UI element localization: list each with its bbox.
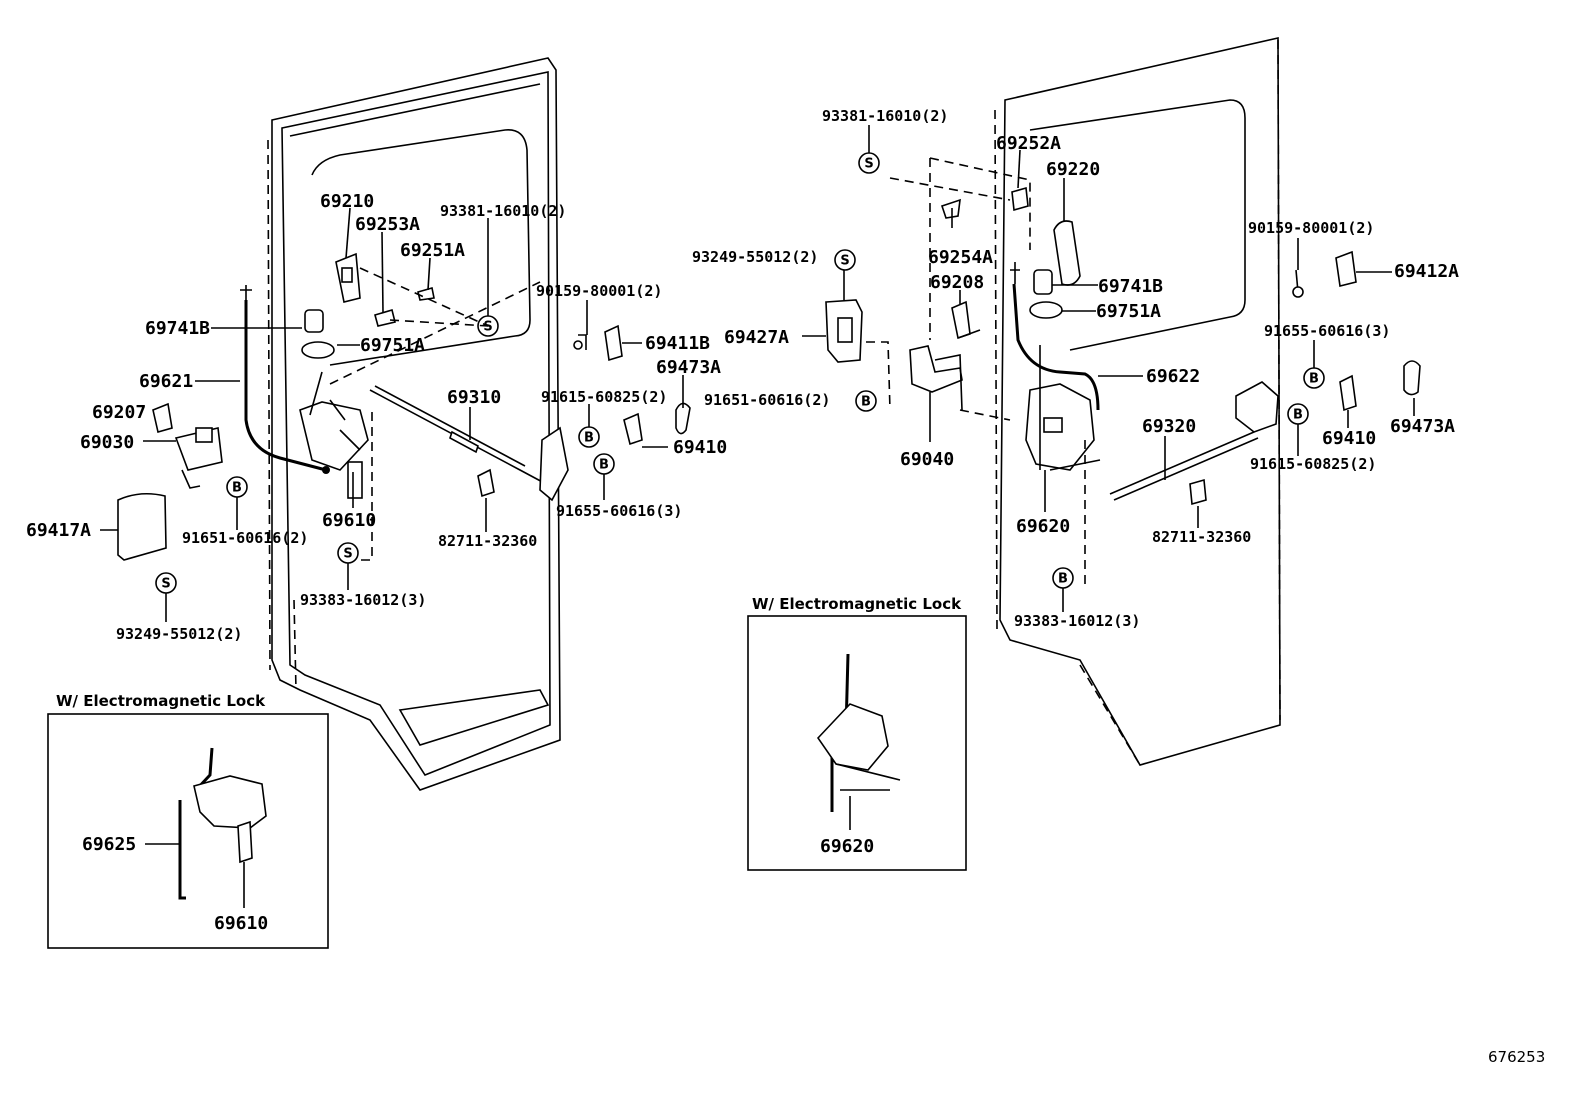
- right-leaders: [868, 125, 1415, 612]
- right-door-panel: [994, 36, 1281, 766]
- svg-text:B: B: [1058, 572, 1068, 587]
- label-69741B-left: 69741B: [145, 318, 210, 339]
- label-69253A: 69253A: [355, 214, 420, 235]
- label-69741B-right: 69741B: [1098, 276, 1163, 297]
- label-69410-right: 69410: [1322, 428, 1376, 449]
- label-69625: 69625: [82, 834, 136, 855]
- label-69030: 69030: [80, 432, 134, 453]
- svg-text:B: B: [584, 431, 594, 446]
- label-91615-left: 91615-60825(2): [541, 388, 667, 406]
- label-82711-right: 82711-32360: [1152, 528, 1251, 546]
- inset-center-title: W/ Electromagnetic Lock: [752, 595, 962, 613]
- part-labels: 69210 69253A 93381-16010(2) 69251A 69741…: [26, 107, 1545, 1066]
- label-69320: 69320: [1142, 416, 1196, 437]
- label-91655-right: 91655-60616(3): [1264, 322, 1390, 340]
- center-parts: [802, 270, 1011, 442]
- label-69427A: 69427A: [724, 327, 789, 348]
- label-69207: 69207: [92, 402, 146, 423]
- label-69621: 69621: [139, 371, 193, 392]
- label-69410-left: 69410: [673, 437, 727, 458]
- label-69610-inset: 69610: [214, 913, 268, 934]
- label-93249-left: 93249-55012(2): [116, 625, 242, 643]
- svg-text:S: S: [161, 577, 170, 592]
- left-door-panel: [267, 57, 561, 791]
- label-91615-right: 91615-60825(2): [1250, 455, 1376, 473]
- label-69252A: 69252A: [996, 133, 1061, 154]
- svg-text:B: B: [861, 395, 871, 410]
- label-69208: 69208: [930, 272, 984, 293]
- svg-text:S: S: [864, 157, 873, 172]
- label-69620: 69620: [1016, 516, 1070, 537]
- label-69473A-left: 69473A: [656, 357, 721, 378]
- label-91651-left: 91651-60616(2): [182, 529, 308, 547]
- label-69411B: 69411B: [645, 333, 710, 354]
- label-69473A-right: 69473A: [1390, 416, 1455, 437]
- diagram-reference-number: 676253: [1488, 1048, 1545, 1066]
- left-inset-box: [47, 713, 329, 949]
- label-69210: 69210: [320, 191, 374, 212]
- label-93383-left: 93383-16012(3): [300, 591, 426, 609]
- label-91655-left: 91655-60616(3): [556, 502, 682, 520]
- label-69751A-left: 69751A: [360, 335, 425, 356]
- label-69254A: 69254A: [928, 247, 993, 268]
- label-69751A-right: 69751A: [1096, 301, 1161, 322]
- label-91651-center: 91651-60616(2): [704, 391, 830, 409]
- label-93383-right: 93383-16012(3): [1014, 612, 1140, 630]
- label-69412A: 69412A: [1394, 261, 1459, 282]
- left-symbols: S B S S B B: [155, 315, 615, 594]
- label-93381-left: 93381-16010(2): [440, 202, 566, 220]
- label-69220: 69220: [1046, 159, 1100, 180]
- label-93381-right: 93381-16010(2): [822, 107, 948, 125]
- label-93249-center: 93249-55012(2): [692, 248, 818, 266]
- right-door-parts: [889, 157, 1421, 590]
- label-69417A: 69417A: [26, 520, 91, 541]
- svg-text:B: B: [232, 481, 242, 496]
- label-69040: 69040: [900, 449, 954, 470]
- svg-text:S: S: [483, 320, 492, 335]
- right-symbols: S B B B: [858, 152, 1325, 589]
- label-82711-left: 82711-32360: [438, 532, 537, 550]
- svg-text:B: B: [1293, 408, 1303, 423]
- label-90159-right: 90159-80001(2): [1248, 219, 1374, 237]
- left-door-parts: [117, 252, 691, 561]
- center-symbols: S B: [834, 249, 877, 412]
- svg-text:S: S: [840, 254, 849, 269]
- svg-text:B: B: [599, 458, 609, 473]
- svg-text:B: B: [1309, 372, 1319, 387]
- label-69310: 69310: [447, 387, 501, 408]
- label-90159-left: 90159-80001(2): [536, 282, 662, 300]
- center-inset-box: [747, 615, 967, 871]
- label-69622: 69622: [1146, 366, 1200, 387]
- svg-text:S: S: [343, 547, 352, 562]
- inset-left-title: W/ Electromagnetic Lock: [56, 692, 266, 710]
- label-69610: 69610: [322, 510, 376, 531]
- left-leaders: [100, 207, 684, 622]
- label-69251A: 69251A: [400, 240, 465, 261]
- label-69620-inset: 69620: [820, 836, 874, 857]
